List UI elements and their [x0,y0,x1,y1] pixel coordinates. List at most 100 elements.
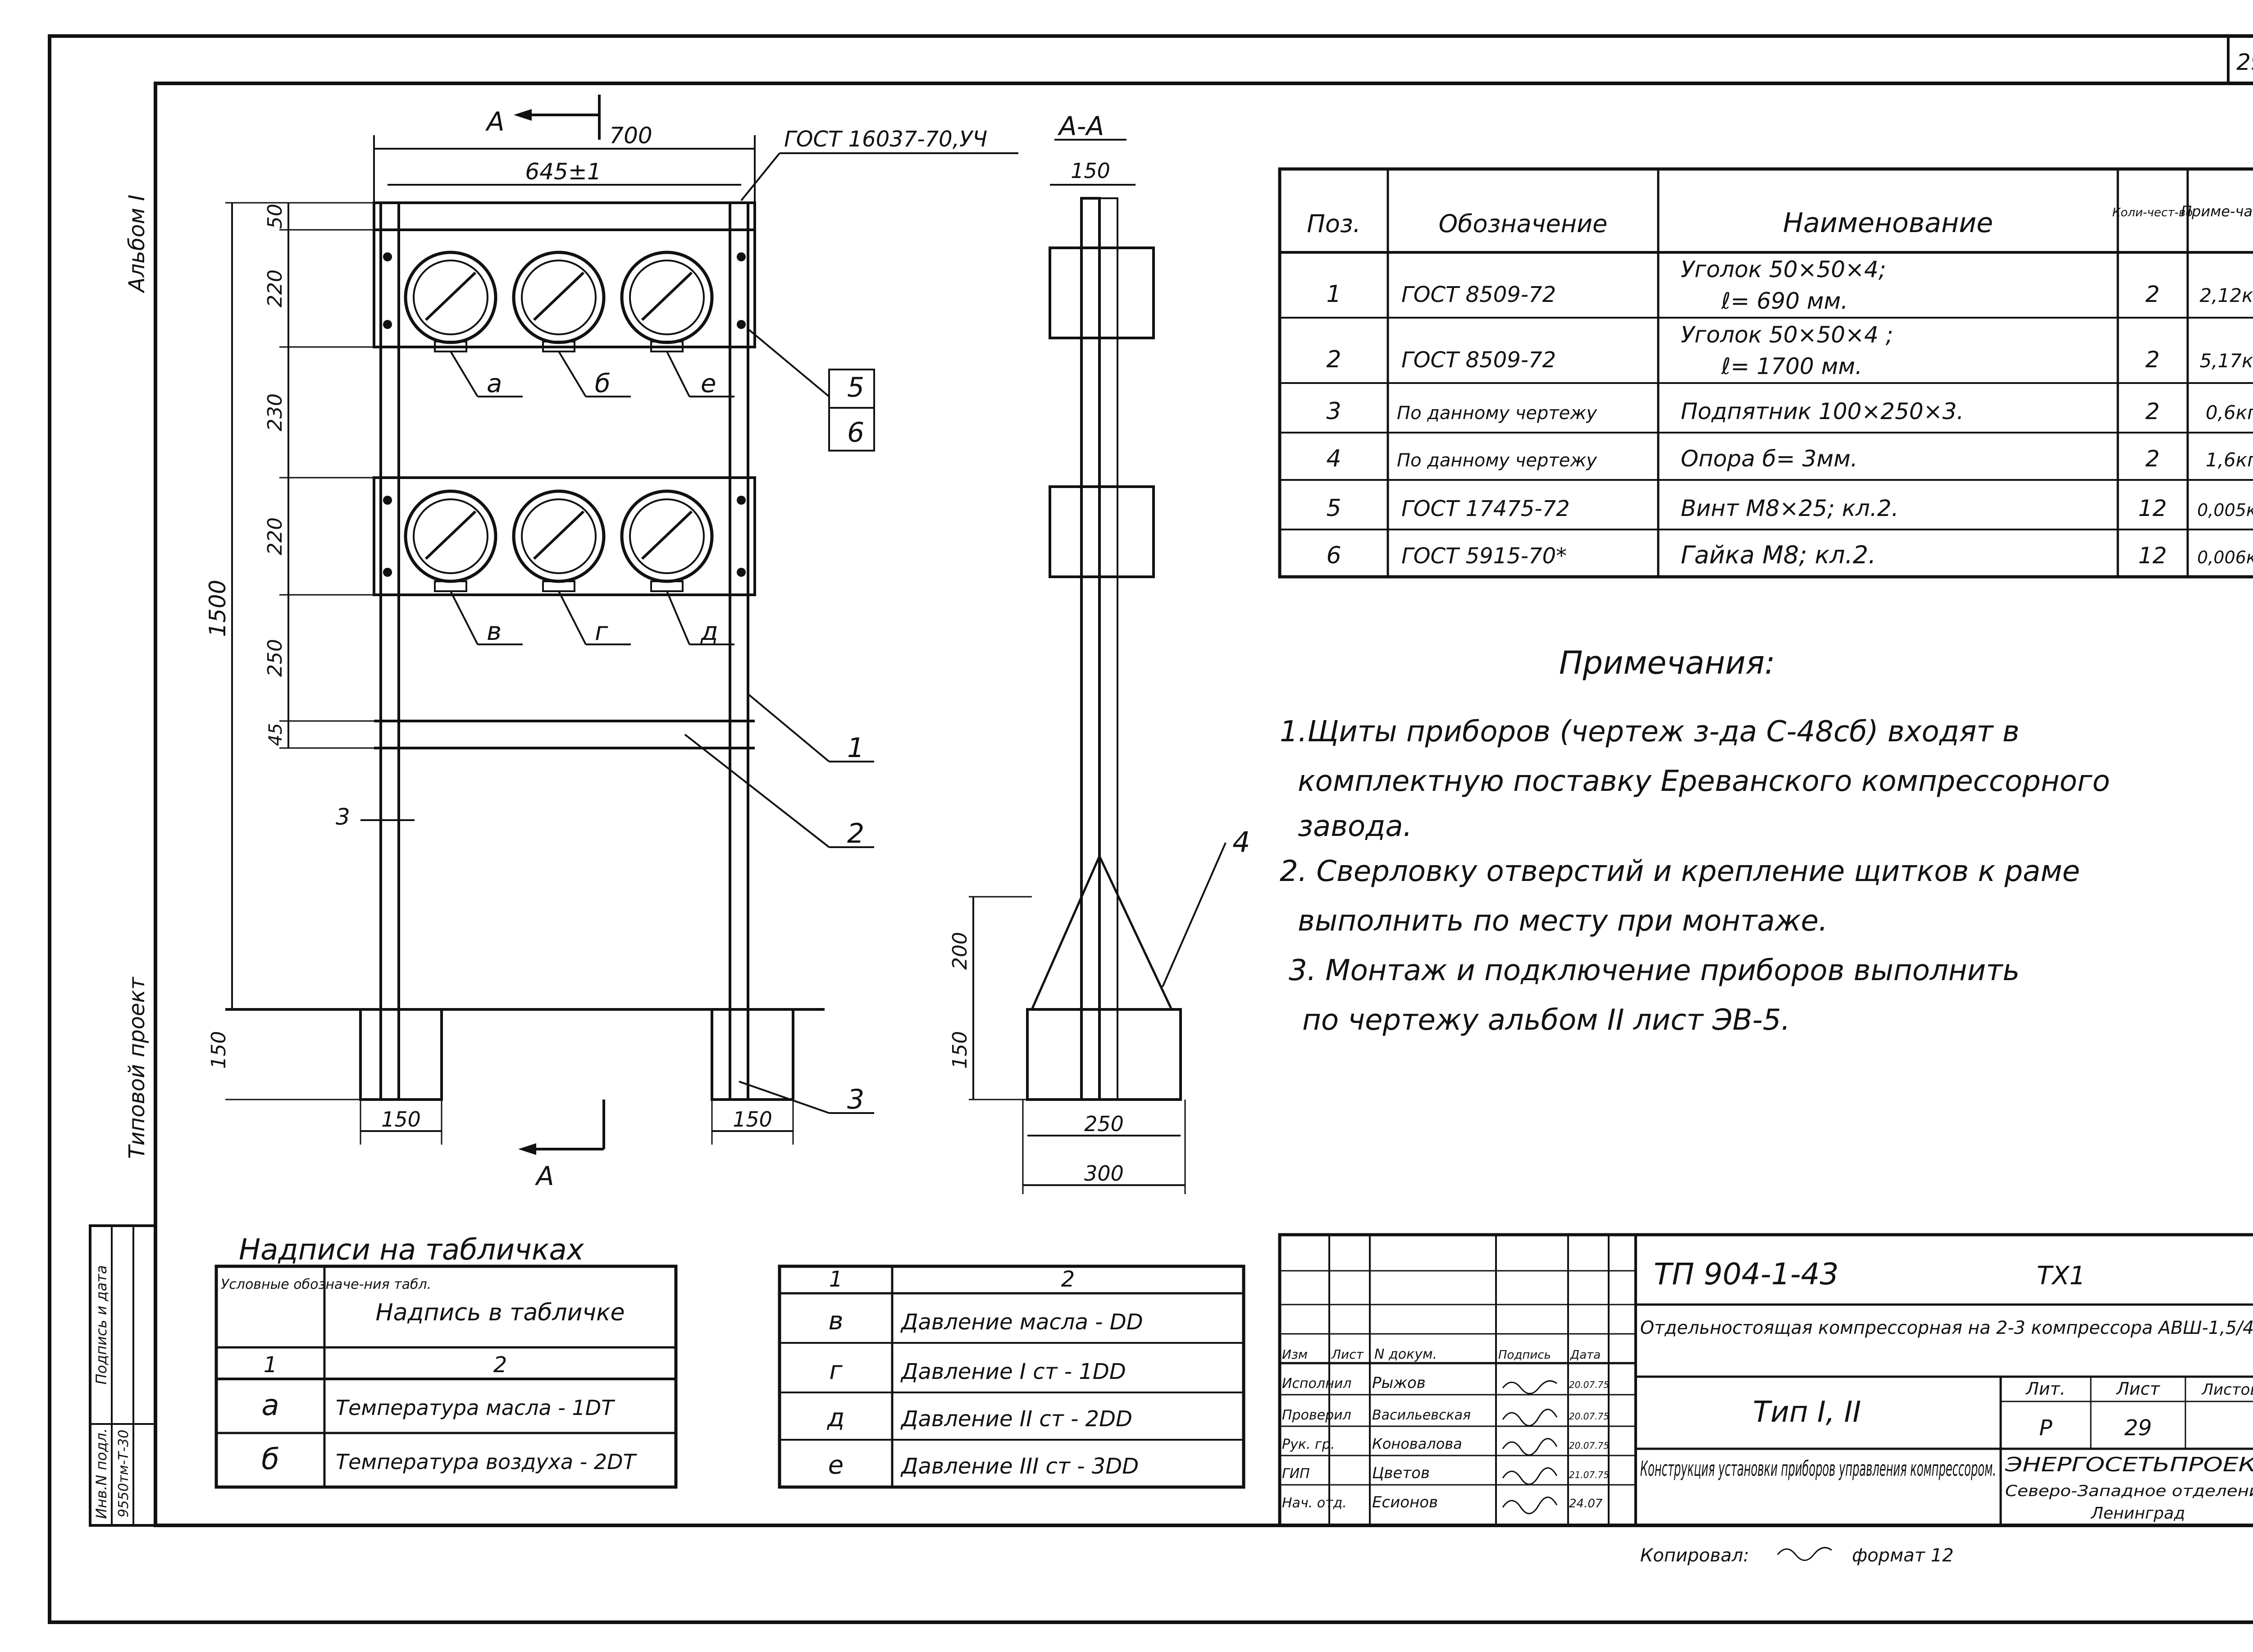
tb-col-izm: Изм [1282,1347,1308,1362]
type-label: Тип I, II [1753,1396,1861,1429]
dim-230: 230 [264,393,287,431]
notes-title: Примечания: [1559,644,1775,681]
spec-row-6-pos: 6 [1326,542,1341,569]
plates-header-text: Надпись в табличке [375,1299,625,1326]
sheets-header: Листов [2201,1381,2253,1399]
album-label: Альбом I [124,195,150,293]
side-view-title: А-А [1057,111,1104,141]
title-block: ТП 904-1-43 ТХ1 Отдельностоящая компресс… [1278,1233,2253,1527]
signature-2 [1502,1409,1558,1427]
spec-row-4-note: 1,6кг [2206,449,2253,471]
spec-header-designation: Обозначение [1439,210,1608,238]
dim-150-top: 150 [1071,159,1110,183]
spec-row-6-designation: ГОСТ 5915-70* [1401,543,1567,569]
plates-table-2: 1 2 в Давление масла - DD г Давление I с… [778,1264,1245,1489]
note-line-1: 1.Щиты приборов (чертеж з-да С-48сб) вхо… [1280,715,2020,748]
spec-row-1-pos: 1 [1326,281,1341,308]
inv-col-2: Подпись и дата [93,1265,110,1384]
note-line-5: выполнить по месту при монтаже. [1298,904,1828,938]
person-5-date: 24.07 [1569,1497,1603,1511]
person-5-name: Есионов [1372,1493,1438,1511]
dim-3: 3 [336,804,350,830]
plates2-row-1-text: Давление масла - DD [900,1310,1143,1335]
spec-row-4-qty: 2 [2145,446,2160,472]
spec-row-4-name-1: Опора б= 3мм. [1681,446,1858,472]
person-2-name: Васильевская [1372,1407,1471,1423]
org-branch: Северо-Западное отделение [2005,1482,2253,1500]
dim-250: 250 [264,639,287,677]
spec-row-2-note: 5,17кг [2200,350,2253,372]
note-line-7: по чертежу альбом II лист ЭВ-5. [1302,1004,1790,1037]
plates-col-2: 2 [493,1352,507,1378]
spec-row-5-qty: 12 [2138,495,2167,521]
spec-row-2-name-1: Уголок 50×50×4 ; [1681,322,1893,348]
dim-1500: 1500 [205,580,231,637]
person-5-role: Нач. отд. [1282,1495,1347,1511]
spec-row-6-name-1: Гайка М8; кл.2. [1681,541,1876,569]
gauge-label-d: д [700,617,718,646]
dim-200: 200 [949,932,971,970]
inner-frame [154,82,2253,1527]
section-mark-bottom: А [534,1161,554,1191]
leader-6: 6 [847,417,864,448]
plates2-col-2: 2 [1061,1267,1075,1292]
plates-header-mark: Условные обозначе-ния табл. [221,1277,431,1292]
page-number-box [2227,35,2253,85]
dim-700: 700 [609,123,652,149]
gauge-label-v: в [487,617,502,646]
leader-2: 2 [847,818,864,849]
dim-150-foot: 150 [207,1031,230,1069]
plates2-row-4-text: Давление III ст - 3DD [900,1454,1139,1479]
person-3-role: Рук. гр. [1282,1437,1335,1452]
drawing-title: Конструкция установки приборов управлени… [1640,1456,1996,1481]
spec-row-6-qty: 12 [2138,543,2167,569]
leader-5: 5 [847,372,864,403]
gost-weld-label: ГОСТ 16037-70,УЧ [784,127,987,152]
spec-header-qty: Коли-чест-во [2112,206,2193,219]
tb-col-ndoc: N докум. [1374,1346,1437,1362]
plates2-row-3-text: Давление II ст - 2DD [900,1406,1132,1432]
person-1-date: 20.07.75 [1569,1379,1609,1390]
spec-row-4-designation: По данному чертежу [1397,450,1597,471]
dim-150-left: 150 [381,1107,421,1132]
doc-code: ТП 904-1-43 [1654,1257,1839,1291]
spec-row-5-designation: ГОСТ 17475-72 [1401,496,1570,521]
person-1-name: Рыжов [1372,1374,1426,1392]
spec-row-2-qty: 2 [2145,347,2160,373]
spec-row-5-name-1: Винт М8×25; кл.2. [1681,495,1898,521]
plates2-row-2-mark: г [829,1356,843,1385]
lit-header: Лит. [2025,1379,2066,1399]
inventory-stamp [89,1224,157,1527]
signature-1 [1502,1380,1557,1394]
person-3-name: Коновалова [1372,1435,1462,1452]
project-type-label: Типовой проект [124,976,150,1159]
object-name: Отдельностоящая компрессорная на 2-3 ком… [1640,1318,2253,1338]
sheet-value: 29 [2124,1415,2152,1441]
copier-signature [1777,1547,1832,1561]
notes: Примечания: 1.Щиты приборов (чертеж з-да… [1280,644,2110,1037]
plates2-row-4-mark: е [828,1451,844,1480]
signature-4 [1502,1467,1558,1485]
plates-table: Надписи на табличках Условные обозначе-н… [214,1233,678,1489]
dim-150-right: 150 [733,1107,772,1132]
spec-row-1-name-1: Уголок 50×50×4; [1681,256,1886,283]
plates-title: Надписи на табличках [239,1233,584,1267]
plates-col-1: 1 [264,1352,278,1378]
plates-row-1-mark: а [261,1389,279,1422]
dim-50: 50 [264,204,287,229]
plates2-col-1: 1 [829,1267,843,1292]
person-4-role: ГИП [1282,1466,1310,1482]
org-city: Ленинград [2090,1504,2185,1523]
gauge-label-b: б [595,369,611,398]
page-number: 29 [2236,49,2253,75]
spec-row-3-pos: 3 [1326,398,1341,425]
spec-row-6-note: 0,006кг [2197,548,2253,567]
doc-section: ТХ1 [2037,1261,2085,1291]
signature-3 [1502,1438,1558,1456]
spec-row-1-designation: ГОСТ 8509-72 [1401,282,1556,307]
gauge-1dt [404,251,497,352]
dim-45: 45 [265,723,286,746]
gauge-1dd [512,489,606,592]
plates2-row-3-mark: д [827,1403,845,1433]
